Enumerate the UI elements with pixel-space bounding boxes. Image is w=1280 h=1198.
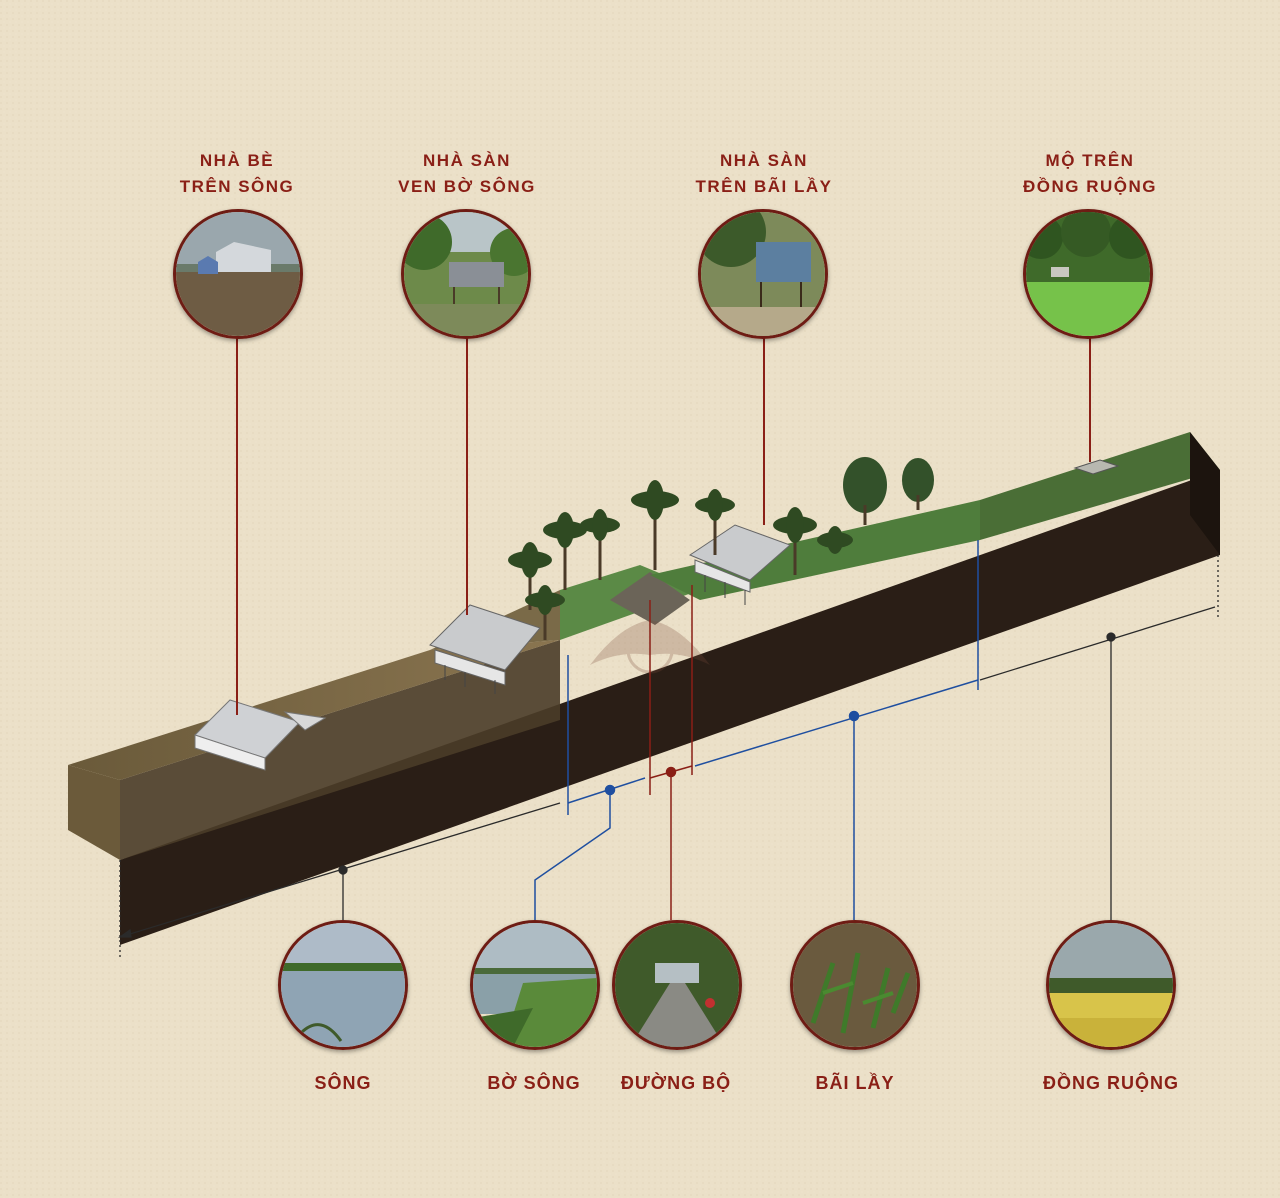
swamp-photo <box>790 920 920 1050</box>
water-end-face <box>68 765 120 860</box>
swamp-stilt-house-photo <box>698 209 828 339</box>
riverside-stilt-house-photo <box>401 209 531 339</box>
label-riverside-stilt-house: NHÀ SÀN VEN BỜ SÔNG <box>387 148 547 200</box>
rice-field-surface <box>980 432 1220 540</box>
label-line-1: NHÀ BÈ <box>199 151 275 170</box>
riverbank-photo <box>470 920 600 1050</box>
palm-trees <box>508 480 853 640</box>
rice-field-photo <box>1046 920 1176 1050</box>
round-trees <box>843 457 934 525</box>
river-surface <box>68 640 560 780</box>
label-swamp-stilt-house: NHÀ SÀN TRÊN BÃI LẦY <box>684 148 844 200</box>
road-strip <box>610 572 690 625</box>
label-line-2: TRÊN SÔNG <box>179 177 295 196</box>
bank-dimension <box>534 540 979 920</box>
label-riverbank: BỜ SÔNG <box>487 1073 581 1093</box>
road-dimension <box>649 585 693 920</box>
floating-house-photo <box>173 209 303 339</box>
tomb-model <box>1073 459 1120 475</box>
river-photo <box>278 920 408 1050</box>
top-leader-lines <box>236 338 1091 715</box>
road-photo <box>612 920 742 1050</box>
river-dimension <box>117 802 561 960</box>
label-line-1: MỘ TRÊN <box>1045 151 1135 170</box>
floating-house-model <box>194 699 327 771</box>
label-rice-field: ĐỒNG RUỘNG <box>1043 1073 1179 1093</box>
river-front-face <box>120 640 560 860</box>
label-road: ĐƯỜNG BỘ <box>620 1073 732 1093</box>
soil-front-face <box>120 470 1220 945</box>
label-line-2: VEN BỜ SÔNG <box>398 177 536 196</box>
label-river: SÔNG <box>314 1073 372 1093</box>
label-line-2: ĐỒNG RUỘNG <box>1023 177 1157 196</box>
soil-end-face <box>1190 432 1220 555</box>
label-line-1: NHÀ SÀN <box>720 151 808 170</box>
label-field-tomb: MỘ TRÊN ĐỒNG RUỘNG <box>1010 148 1170 200</box>
label-swamp: BÃI LẦY <box>815 1073 895 1093</box>
label-floating-house: NHÀ BÈ TRÊN SÔNG <box>157 148 317 200</box>
field-dimension <box>979 555 1219 920</box>
label-line-1: NHÀ SÀN <box>423 151 511 170</box>
label-line-2: TRÊN BÃI LẦY <box>695 177 833 196</box>
riverside-stilt-house-model <box>429 604 541 694</box>
field-tomb-photo <box>1023 209 1153 339</box>
